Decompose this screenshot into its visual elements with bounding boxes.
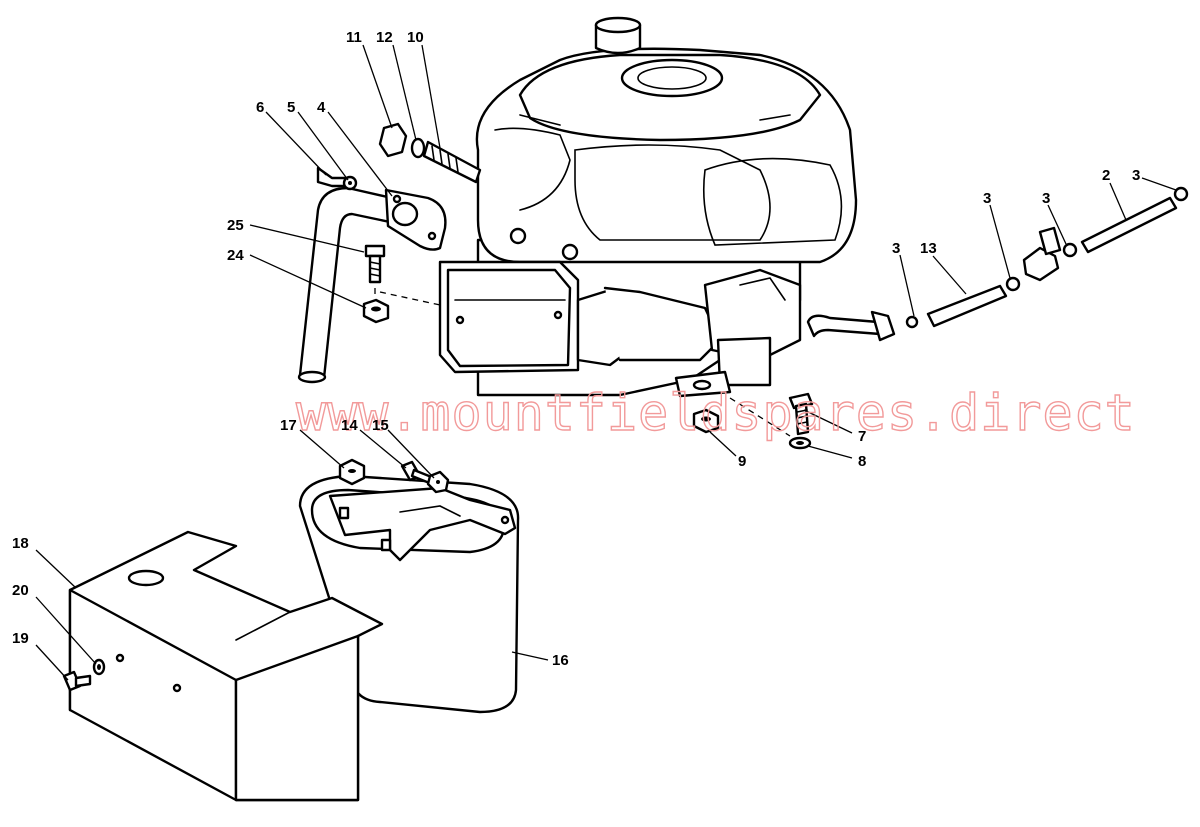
bolt-25 — [364, 244, 386, 284]
heat-shield-18 — [68, 530, 384, 802]
bolt-19 — [62, 670, 92, 692]
washer-8 — [788, 436, 812, 450]
callout-25: 25 — [227, 217, 244, 234]
callout-9: 9 — [738, 453, 746, 470]
callout-11: 11 — [346, 29, 362, 46]
callout-14: 14 — [341, 417, 358, 434]
callout-2: 2 — [1102, 167, 1110, 184]
callout-20: 20 — [12, 582, 29, 599]
nut-9 — [692, 408, 720, 434]
nut-24 — [362, 298, 390, 324]
callout-7: 7 — [858, 428, 866, 445]
washer-20 — [92, 658, 106, 676]
bolt-6 — [316, 166, 358, 191]
callout-5: 5 — [287, 99, 295, 116]
callout-12: 12 — [376, 29, 393, 46]
callout-17: 17 — [280, 417, 297, 434]
callout-3: 3 — [983, 190, 991, 207]
callout-18: 18 — [12, 535, 29, 552]
callout-19: 19 — [12, 630, 29, 647]
callout-16: 16 — [552, 652, 569, 669]
clip-nut-17 — [338, 458, 366, 486]
callout-15: 15 — [372, 417, 389, 434]
watermark-text: www.mountfieldspares.direct — [296, 384, 1136, 442]
callout-13: 13 — [920, 240, 937, 257]
callout-24: 24 — [227, 247, 244, 264]
stud-nut-assembly — [378, 122, 482, 184]
callout-3: 3 — [892, 240, 900, 257]
engine-assembly — [438, 16, 858, 398]
callout-8: 8 — [858, 453, 866, 470]
callout-3: 3 — [1042, 190, 1050, 207]
exhaust-pipe-assembly — [297, 186, 447, 384]
callout-labels: 2 3 3 3 3 13 6 5 4 11 12 10 25 24 7 8 9 … — [12, 29, 1140, 669]
fuel-line-assembly — [806, 186, 1189, 342]
callout-3: 3 — [1132, 167, 1140, 184]
callout-4: 4 — [317, 99, 326, 116]
callout-10: 10 — [407, 29, 424, 46]
leader-lines — [35, 44, 1177, 681]
callout-6: 6 — [256, 99, 264, 116]
